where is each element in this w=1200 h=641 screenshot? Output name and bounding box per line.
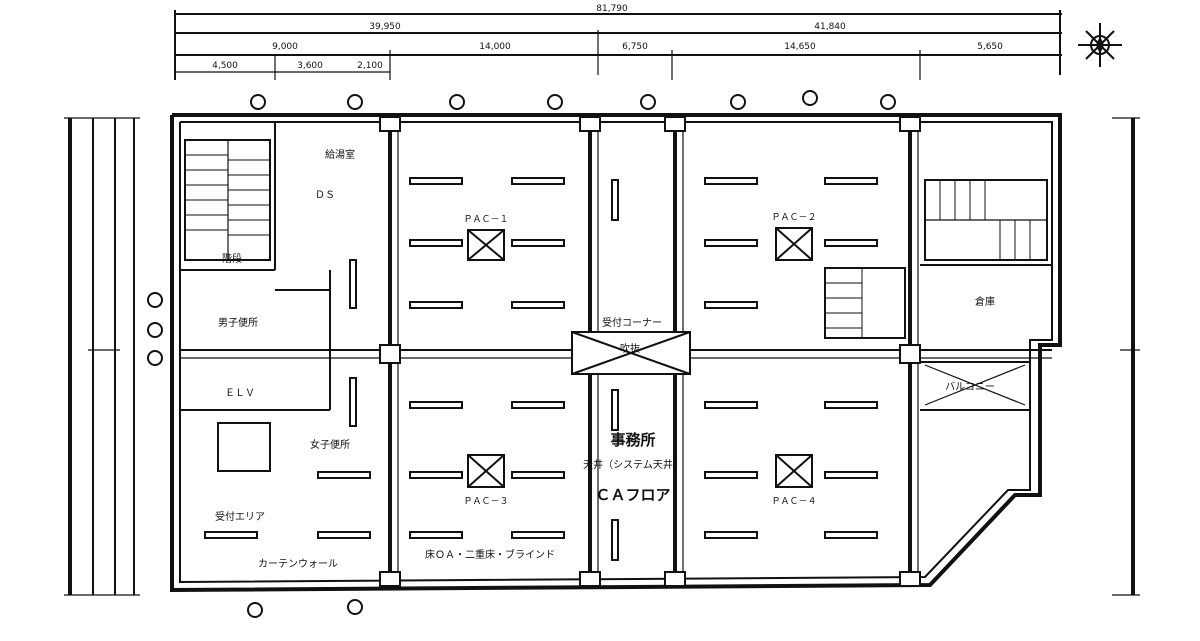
elevator-box bbox=[217, 422, 271, 472]
label-stair: 階段 bbox=[222, 252, 242, 265]
label-pac-1: ＰＡＣ－１ bbox=[463, 215, 508, 225]
grid-bubble bbox=[880, 94, 896, 110]
dimension-lines-right bbox=[1112, 117, 1140, 596]
dim-left-detail-2: 3,600 bbox=[297, 61, 323, 71]
ac-unit bbox=[467, 229, 505, 261]
grid-bubble bbox=[547, 94, 563, 110]
column bbox=[379, 344, 401, 364]
room-labels: 事務所 天井（システム天井） ＣＡフロア 吹抜 受付コーナー 受付エリア ＥＬＶ… bbox=[215, 148, 995, 570]
label-shaft: 吹抜 bbox=[620, 342, 640, 355]
grid-bubbles bbox=[147, 90, 896, 618]
label-pac-2: ＰＡＣ－２ bbox=[771, 213, 816, 223]
ac-units bbox=[217, 227, 813, 488]
shaft-box bbox=[571, 331, 691, 375]
stair-center bbox=[824, 267, 906, 339]
label-pac-3: ＰＡＣ－３ bbox=[463, 497, 508, 507]
dim-sub-3: 6,750 bbox=[622, 42, 648, 52]
grid-bubble bbox=[250, 94, 266, 110]
dimension-lines-left bbox=[64, 117, 140, 596]
column bbox=[664, 116, 686, 132]
dimension-texts-top: 81,790 39,950 41,840 9,000 14,000 6,750 … bbox=[212, 4, 1003, 71]
column bbox=[579, 571, 601, 587]
label-storage: 倉庫 bbox=[975, 295, 995, 308]
dim-right-total: 41,840 bbox=[814, 22, 846, 32]
ac-unit bbox=[775, 227, 813, 261]
label-balcony: バルコニー bbox=[945, 381, 995, 393]
dim-left-total: 39,950 bbox=[369, 22, 401, 32]
label-wc-female: 女子便所 bbox=[310, 438, 350, 451]
grid-bubble bbox=[640, 94, 656, 110]
columns bbox=[379, 116, 921, 587]
label-floor-note: 床ＯＡ・二重床・ブラインド bbox=[425, 548, 555, 561]
dim-sub-1: 9,000 bbox=[272, 42, 298, 52]
column bbox=[379, 116, 401, 132]
ac-unit bbox=[467, 454, 505, 488]
column bbox=[664, 571, 686, 587]
grid-bubble bbox=[147, 322, 163, 338]
grid-bubble bbox=[802, 90, 818, 106]
grid-bubble bbox=[147, 350, 163, 366]
light-fixtures bbox=[204, 177, 878, 561]
label-pac-4: ＰＡＣ－４ bbox=[771, 497, 816, 507]
grid-bubble bbox=[449, 94, 465, 110]
label-reception-area: 受付エリア bbox=[215, 510, 265, 523]
grid-bubble bbox=[730, 94, 746, 110]
dim-left-detail-3: 2,100 bbox=[357, 61, 383, 71]
label-office-note: 天井（システム天井） bbox=[583, 458, 683, 471]
dimension-lines-top bbox=[174, 10, 1062, 80]
label-wc-male: 男子便所 bbox=[218, 316, 258, 329]
grid-bubble bbox=[247, 602, 263, 618]
dim-left-detail-1: 4,500 bbox=[212, 61, 238, 71]
building-outline bbox=[170, 113, 1062, 593]
column bbox=[379, 571, 401, 587]
dim-sub-2: 14,000 bbox=[479, 42, 511, 52]
label-office: 事務所 bbox=[610, 431, 655, 449]
label-curtain-wall: カーテンウォール bbox=[258, 558, 338, 570]
stair-right bbox=[924, 179, 1048, 261]
column bbox=[899, 344, 921, 364]
label-ca-floor: ＣＡフロア bbox=[595, 486, 670, 504]
north-arrow-icon bbox=[1078, 23, 1122, 67]
dim-sub-4: 14,650 bbox=[784, 42, 816, 52]
balcony-diagonal bbox=[920, 361, 1031, 411]
grid-bubble bbox=[347, 599, 363, 615]
grid-bubble bbox=[147, 292, 163, 308]
stair-left bbox=[184, 139, 271, 261]
ac-unit bbox=[775, 454, 813, 488]
grid-bubble bbox=[347, 94, 363, 110]
label-pantry: 給湯室 bbox=[325, 148, 355, 161]
dim-sub-5: 5,650 bbox=[977, 42, 1003, 52]
dim-overall: 81,790 bbox=[596, 4, 628, 14]
label-pit: ＤＳ bbox=[315, 190, 335, 201]
label-elevator: ＥＬＶ bbox=[225, 388, 255, 399]
label-reception: 受付コーナー bbox=[602, 316, 662, 329]
column bbox=[899, 571, 921, 587]
column bbox=[899, 116, 921, 132]
column bbox=[579, 116, 601, 132]
